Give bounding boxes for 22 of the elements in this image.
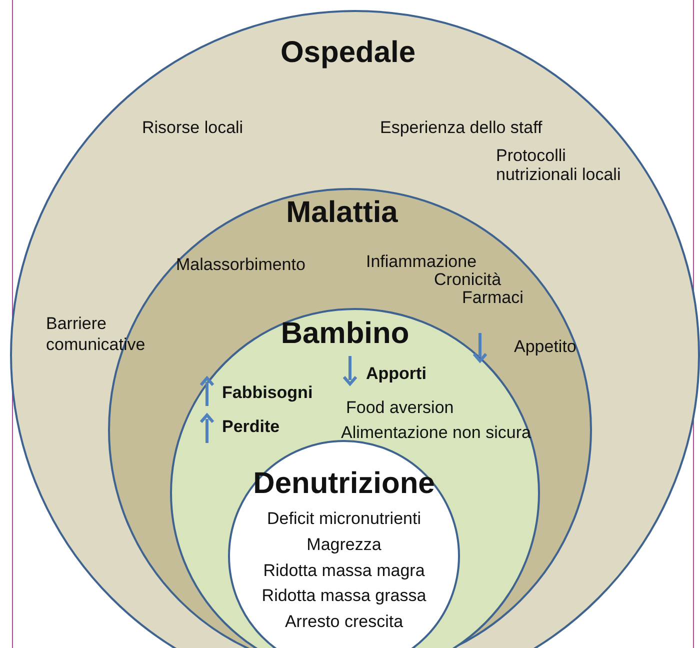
- factor-label: Magrezza: [306, 534, 382, 555]
- factor-label: Malassorbimento: [176, 254, 306, 275]
- factor-label: Appetito: [514, 336, 576, 357]
- factor-label: Protocolli nutrizionali locali: [496, 146, 622, 184]
- factor-label: Farmaci: [462, 288, 524, 307]
- factor-label: Esperienza dello staff: [380, 117, 542, 138]
- region-title: Malattia: [286, 196, 398, 230]
- factor-label: Risorse locali: [142, 117, 244, 138]
- region-title: Ospedale: [280, 36, 416, 70]
- region-title: Bambino: [280, 317, 410, 351]
- factor-label: Food aversion: [346, 397, 454, 418]
- factor-label: Arresto crescita: [284, 611, 404, 632]
- factor-label: Deficit micronutrienti: [267, 508, 421, 529]
- factor-label: Infiammazione: [366, 252, 477, 271]
- factor-label: Ridotta massa magra: [263, 560, 425, 581]
- factor-label: Fabbisogni: [222, 382, 313, 403]
- factor-label: Perdite: [222, 416, 280, 437]
- circle-region: [10, 10, 700, 648]
- factor-label: Apporti: [366, 363, 426, 384]
- factor-label: Cronicità: [434, 270, 502, 289]
- factor-label: Ridotta massa grassa: [262, 585, 426, 606]
- region-title: Denutrizione: [253, 467, 435, 501]
